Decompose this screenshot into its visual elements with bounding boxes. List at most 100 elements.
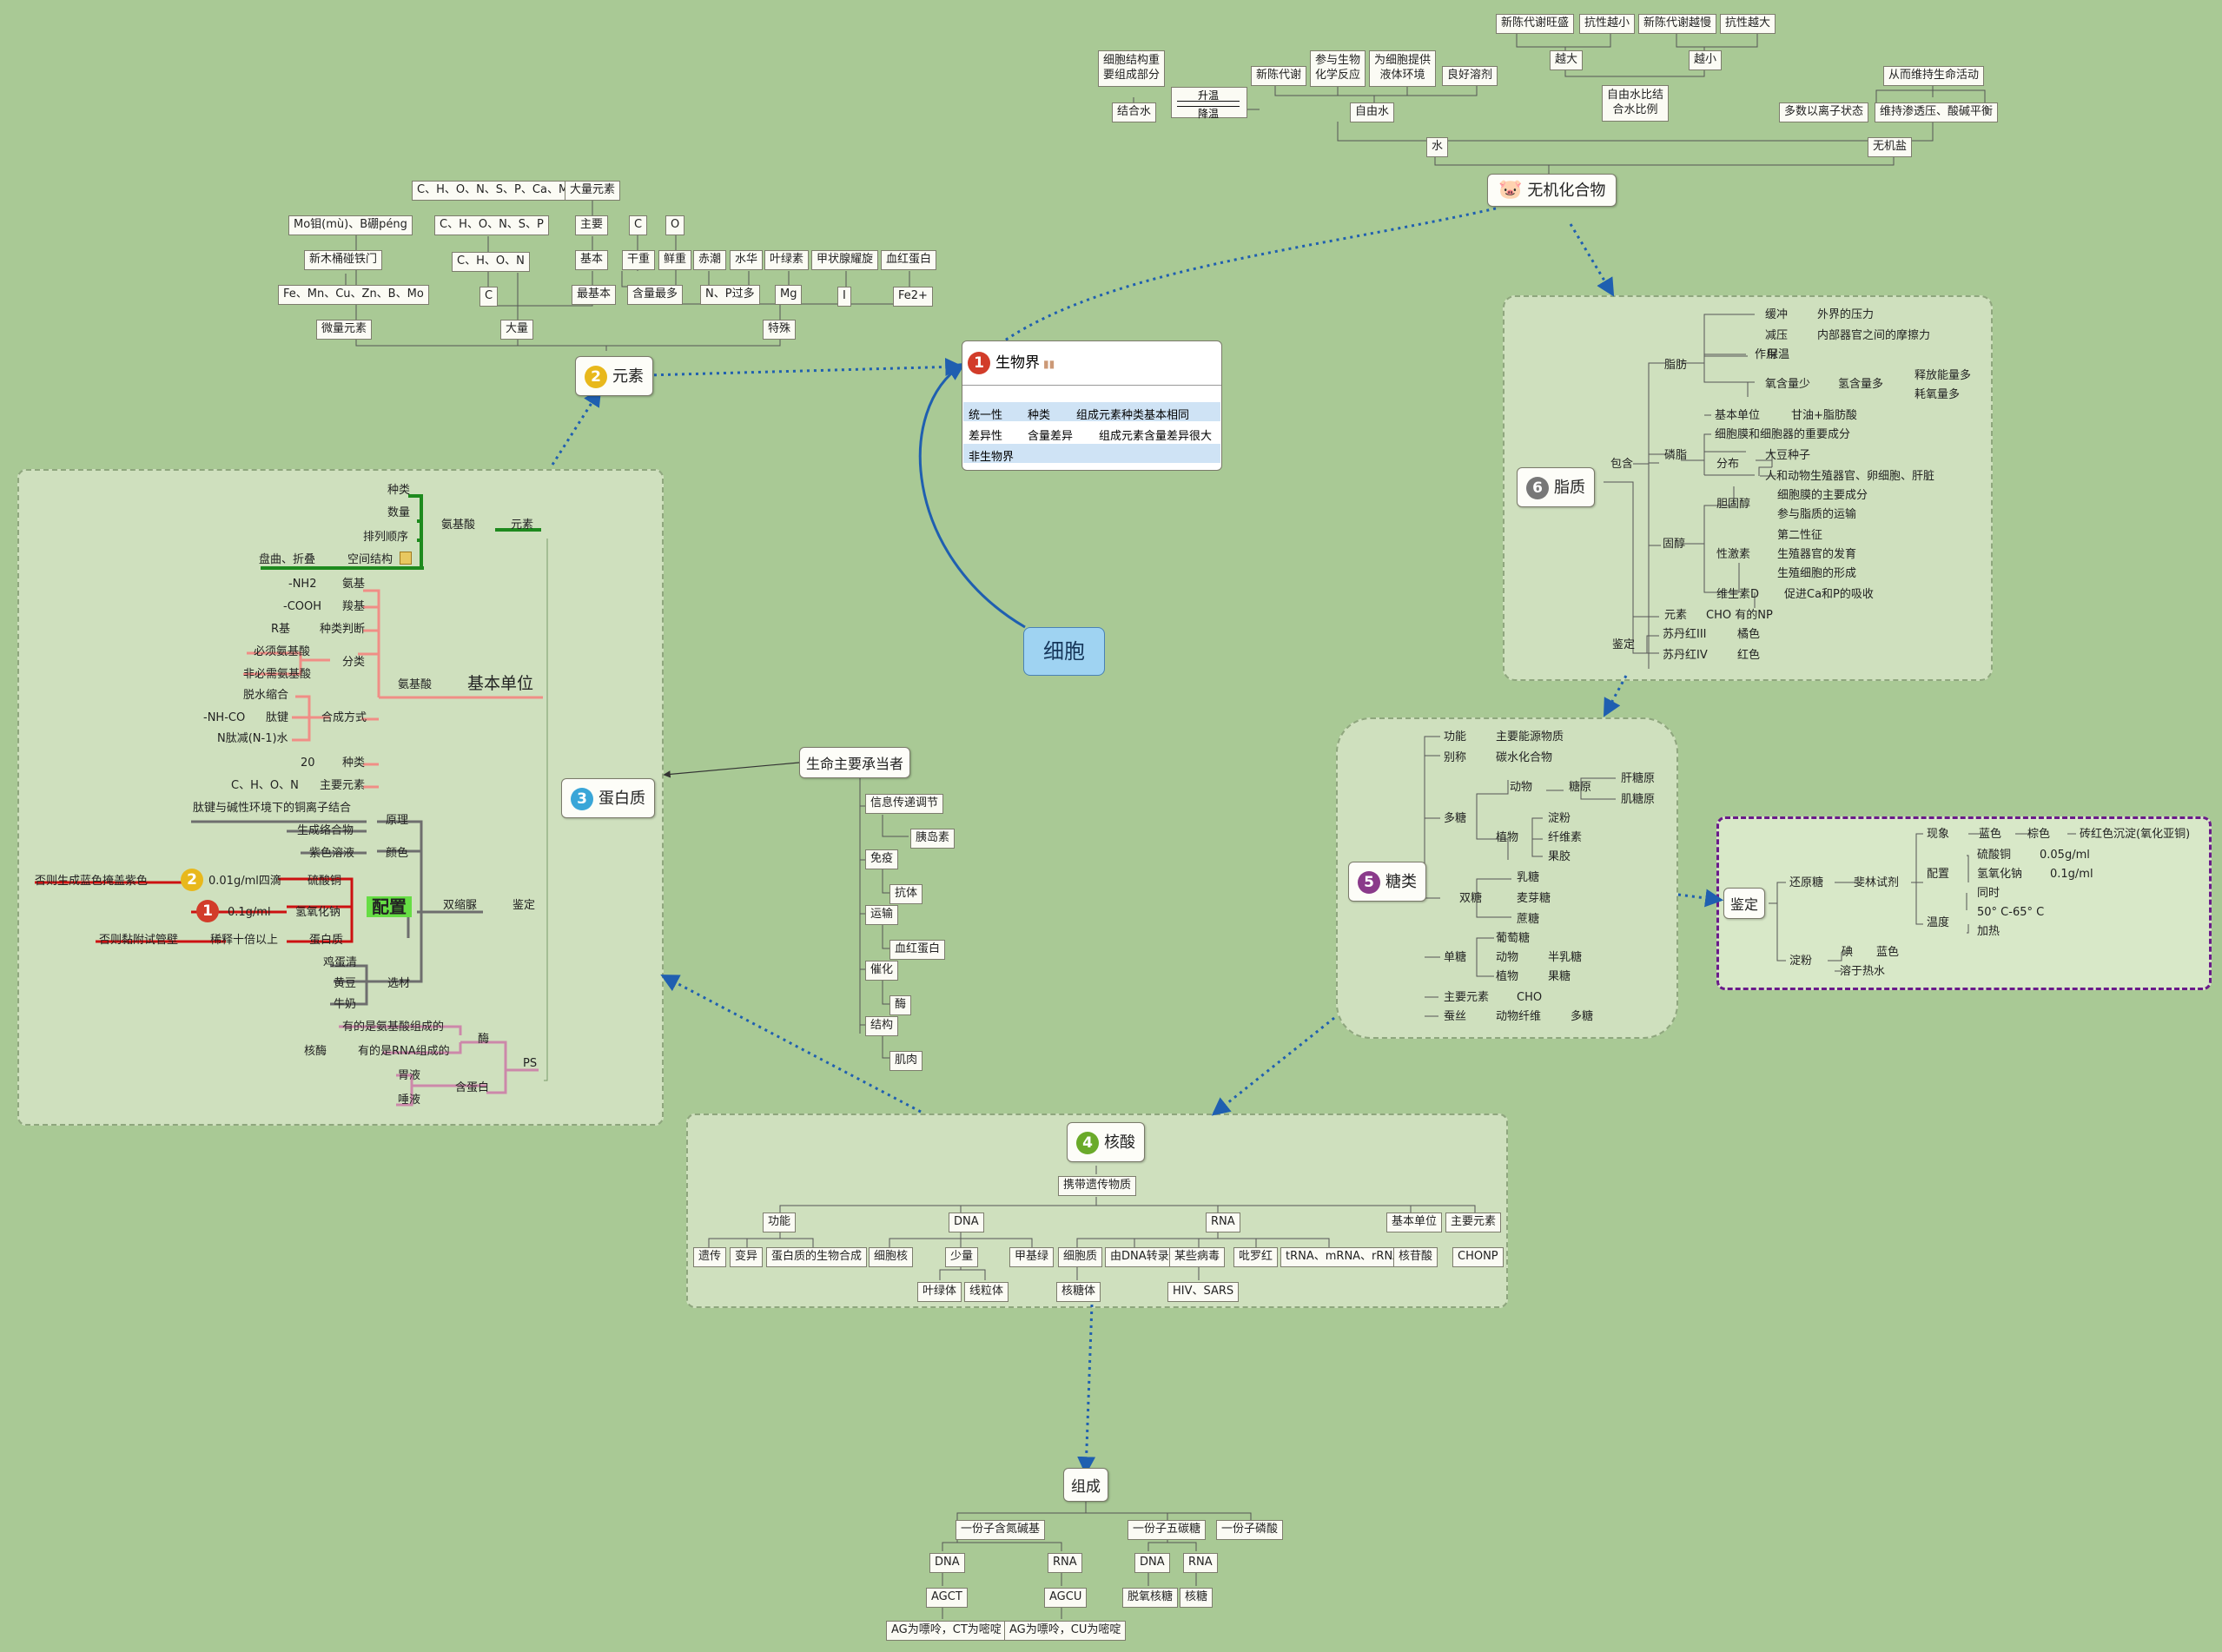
node[interactable]: AGCT [926, 1588, 968, 1608]
node[interactable]: 有的是氨基酸组成的 [342, 1021, 445, 1034]
node[interactable]: 甲基绿 [1009, 1247, 1055, 1267]
node[interactable]: 碘 [1842, 946, 1854, 959]
node[interactable]: 功能 [1444, 730, 1467, 743]
node[interactable]: 胆固醇 [1716, 498, 1751, 511]
node[interactable]: 紫色溶液 [309, 847, 355, 860]
node[interactable]: 核糖体 [1056, 1282, 1101, 1302]
node[interactable]: 核苷酸 [1393, 1247, 1438, 1267]
node[interactable]: 从而维持生命活动 [1883, 66, 1985, 86]
node[interactable]: HIV、SARS [1167, 1282, 1240, 1302]
node[interactable]: 参与生物 化学反应 [1310, 50, 1366, 87]
node[interactable]: 一份子磷酸 [1216, 1520, 1284, 1540]
node[interactable]: 唾液 [398, 1094, 421, 1107]
node[interactable]: 肽键与碱性环境下的铜离子结合 [193, 802, 352, 815]
node[interactable]: 同时 [1977, 887, 2000, 900]
node[interactable]: 结合水 [1112, 102, 1157, 122]
node[interactable]: 否则生成蓝色掩盖紫色 [35, 875, 149, 888]
node[interactable]: 维生素D [1716, 588, 1760, 601]
node[interactable]: 双缩脲 [443, 899, 478, 912]
node[interactable]: 颜色 [386, 847, 409, 860]
node[interactable]: 氢氧化钠 [1977, 868, 2023, 881]
node[interactable]: 基本单位 [467, 674, 534, 693]
node[interactable]: 血红蛋白 [881, 250, 937, 270]
node[interactable]: 生殖器官的发育 [1777, 548, 1857, 561]
node[interactable]: 脂肪 [1664, 359, 1688, 372]
node[interactable]: DNA [1134, 1553, 1170, 1573]
node[interactable]: I [837, 287, 851, 307]
node[interactable]: RNA [1183, 1553, 1218, 1573]
node[interactable]: N肽减(N-1)水 [217, 732, 288, 745]
node[interactable]: 牛奶 [334, 998, 357, 1011]
node[interactable]: 缓冲 [1765, 308, 1789, 321]
node[interactable]: 保温 [1767, 348, 1790, 361]
node[interactable]: 新陈代谢 [1251, 66, 1307, 86]
config-label[interactable]: 配置 [367, 896, 412, 917]
node[interactable]: DNA [949, 1213, 984, 1232]
node[interactable]: 苏丹红IV [1663, 649, 1708, 662]
node[interactable]: Fe2+ [893, 287, 933, 307]
node[interactable]: 黄豆 [334, 977, 357, 990]
node[interactable]: R基 [271, 623, 291, 636]
node[interactable]: 赤潮 [693, 250, 727, 270]
node[interactable]: AGCU [1044, 1588, 1088, 1608]
node[interactable]: 乳糖 [1517, 871, 1540, 884]
node[interactable]: CHO 有的NP [1706, 609, 1773, 622]
node[interactable]: 主要 [575, 215, 609, 235]
node[interactable]: 蓝色 [1979, 828, 2002, 841]
node[interactable]: 核酶 [304, 1045, 327, 1058]
node[interactable]: 血红蛋白 [889, 940, 946, 960]
topic-life-bearer[interactable]: 生命主要承当者 [799, 747, 911, 778]
node[interactable]: 温度 [1927, 916, 1950, 929]
node[interactable]: 选材 [387, 977, 411, 990]
node[interactable]: 吡罗红 [1233, 1247, 1279, 1267]
node[interactable]: 越小 [1689, 50, 1723, 70]
node[interactable]: 羧基 [342, 600, 366, 613]
node[interactable]: 大量元素 [565, 181, 621, 201]
node[interactable]: 结构 [865, 1016, 899, 1036]
node[interactable]: 动物纤维 [1496, 1010, 1542, 1023]
node[interactable]: 排列顺序 [363, 531, 409, 544]
node[interactable]: 数量 [387, 506, 411, 519]
node[interactable]: 别称 [1444, 751, 1467, 764]
node[interactable]: 信息传递调节 [865, 794, 944, 814]
node[interactable]: 干重 [622, 250, 656, 270]
node[interactable]: 功能 [763, 1213, 797, 1232]
node[interactable]: 盘曲、折叠 [259, 553, 316, 566]
node[interactable]: 性激素 [1716, 548, 1751, 561]
node[interactable]: 自由水 [1350, 102, 1395, 122]
node[interactable]: 抗体 [889, 884, 923, 904]
topic-composition[interactable]: 组成 [1063, 1468, 1108, 1502]
node[interactable]: 细胞膜的主要成分 [1777, 489, 1868, 502]
node[interactable]: C、H、O、N [452, 252, 530, 272]
node[interactable]: 蛋白质的生物合成 [766, 1247, 868, 1267]
node[interactable]: 分类 [342, 656, 366, 669]
node[interactable]: 第二性征 [1777, 529, 1823, 542]
node[interactable]: 越大 [1550, 50, 1584, 70]
node[interactable]: C、H、O、N、S、P [434, 215, 549, 235]
node[interactable]: 叶绿素 [764, 250, 810, 270]
node[interactable]: 50° C-65° C [1977, 906, 2045, 919]
node[interactable]: 核糖 [1180, 1588, 1214, 1608]
node[interactable]: 碳水化合物 [1496, 751, 1553, 764]
node[interactable]: 多数以离子状态 [1779, 102, 1869, 122]
node[interactable]: 果胶 [1548, 850, 1571, 863]
node[interactable]: 20 [301, 757, 315, 770]
node[interactable]: 0.05g/ml [2040, 849, 2090, 862]
node[interactable]: DNA [929, 1553, 965, 1573]
node[interactable]: 多糖 [1444, 812, 1467, 825]
node[interactable]: 原理 [386, 814, 409, 827]
node[interactable]: 包含 [1610, 458, 1634, 471]
node[interactable]: 一份子五碳糖 [1128, 1520, 1207, 1540]
node[interactable]: 还原糖 [1789, 876, 1824, 889]
node[interactable]: 橘色 [1737, 628, 1761, 641]
node[interactable]: 否则黏附试管壁 [99, 934, 179, 947]
node[interactable]: 释放能量多 [1914, 369, 1972, 382]
node[interactable]: 鲜重 [658, 250, 692, 270]
node[interactable]: 脱氧核糖 [1122, 1588, 1179, 1608]
node[interactable]: 某些病毒 [1169, 1247, 1226, 1267]
node[interactable]: 酶 [889, 995, 912, 1015]
node[interactable]: 基本单位 [1715, 409, 1761, 422]
